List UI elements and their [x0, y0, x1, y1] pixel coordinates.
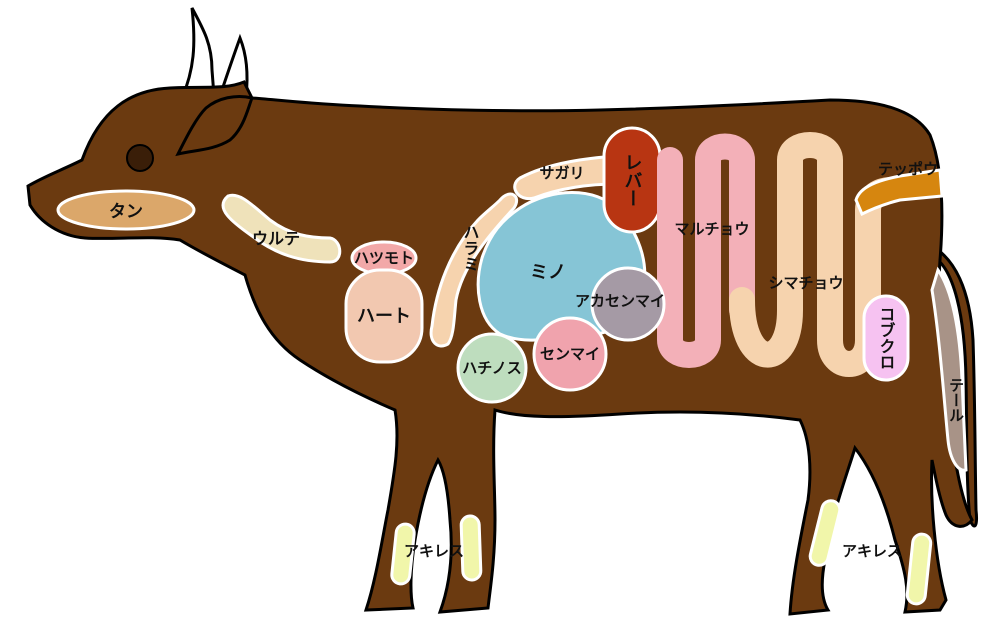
label-akasenmai: アカセンマイ: [575, 292, 665, 310]
label-sagari: サガリ: [539, 164, 584, 182]
label-liver: レバー: [622, 153, 643, 207]
hachinosu-cut: [456, 332, 528, 404]
label-hatsumoto: ハツモト: [354, 249, 414, 267]
label-mino: ミノ: [530, 262, 566, 283]
label-tail: テール: [947, 378, 965, 423]
achilles-back-left-cut: [808, 499, 842, 567]
achilles-front-left-cut: [390, 522, 416, 586]
eye: [126, 144, 154, 172]
label-tan: タン: [109, 202, 143, 222]
label-achilles-front: アキレス: [404, 542, 464, 560]
tail-cut: [930, 266, 968, 472]
teppou-cut: [854, 168, 944, 217]
label-achilles-back: アキレス: [842, 542, 902, 560]
senmai-cut: [532, 316, 608, 392]
label-ulte: ウルテ: [252, 229, 300, 248]
akasenmai-cut: [590, 266, 666, 342]
label-heart: ハート: [357, 306, 411, 327]
label-maruchou: マルチョウ: [674, 220, 749, 238]
harami-cut: [429, 192, 519, 348]
heart-cut: [344, 268, 424, 364]
achilles-front-right-cut: [459, 514, 483, 582]
horn-left: [179, 7, 216, 100]
label-hachinosu: ハチノス: [462, 359, 522, 377]
tan-cut: [56, 189, 196, 231]
label-senmai: センマイ: [540, 345, 600, 363]
kobukuro-cut: [862, 294, 910, 382]
sagari-cut: [513, 154, 618, 201]
achilles-back-right-cut: [905, 532, 933, 606]
label-shimachou: シマチョウ: [768, 274, 843, 292]
ear: [175, 94, 255, 157]
label-teppou: テッポウ: [878, 160, 938, 178]
maruchou-cut: [657, 133, 755, 368]
tail-shape: [928, 242, 978, 528]
label-harami: ハラミ: [461, 224, 480, 272]
ulte-cut: [221, 193, 342, 264]
label-kobukuro: コブクロ: [877, 306, 896, 370]
